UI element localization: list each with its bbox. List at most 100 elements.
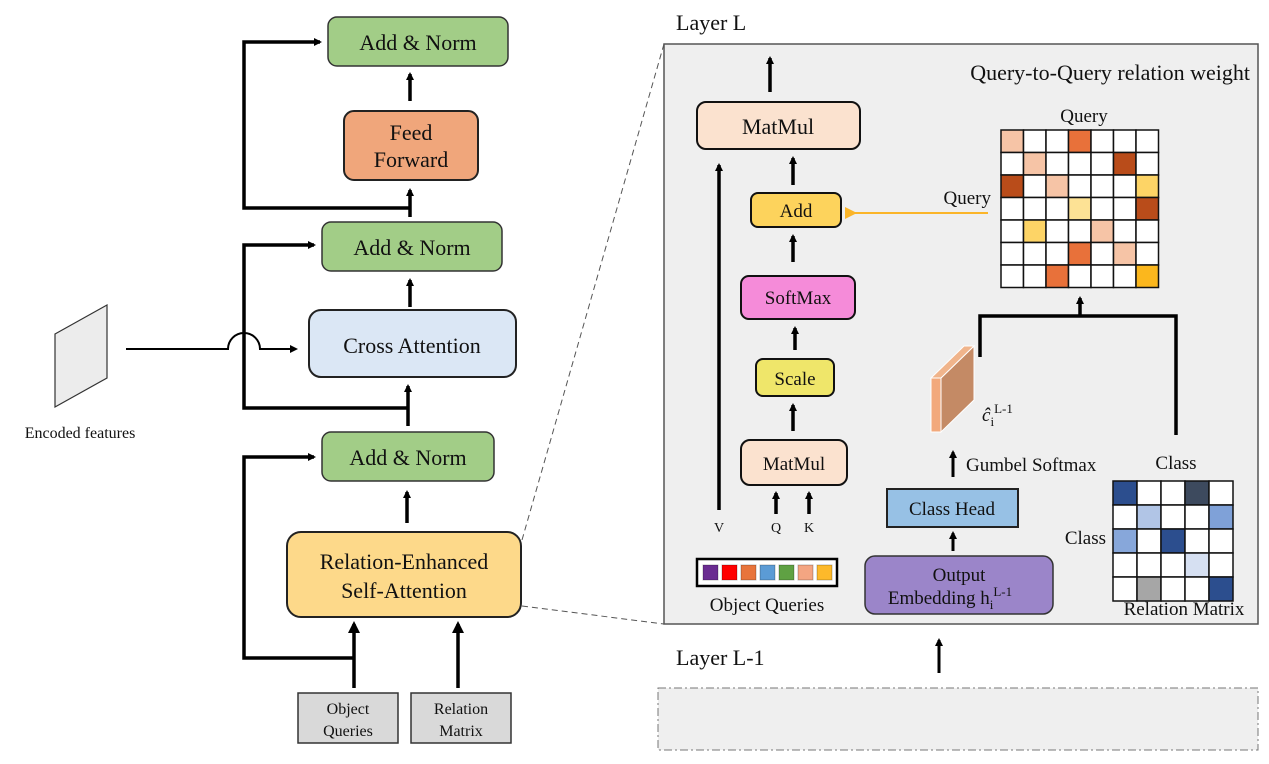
object-query-cell: [759, 564, 776, 581]
attention-connectors: [715, 156, 813, 514]
encoded-features-icon: [54, 303, 108, 409]
relation-matrix-cell: [1160, 480, 1186, 506]
query-matrix-cell: [1112, 196, 1137, 221]
input-relation-matrix[interactable]: Relation Matrix: [410, 692, 512, 744]
object-query-cell: [797, 564, 814, 581]
add-norm-top-label: Add & Norm: [359, 30, 476, 55]
encoded-features-connector: [126, 332, 298, 353]
object-query-cell: [816, 564, 833, 581]
query-matrix-cell: [1112, 219, 1137, 244]
object-queries-strip: [695, 557, 839, 588]
scale-label: Scale: [774, 369, 815, 390]
query-matrix-cell: [1135, 196, 1160, 221]
query-matrix-cell: [1090, 219, 1115, 244]
query-matrix-cell: [1022, 129, 1047, 154]
query-matrix-cell: [1045, 129, 1070, 154]
input-relation-matrix-label-2: Matrix: [439, 723, 483, 740]
relation-branch-connector: [978, 296, 1178, 435]
query-matrix-cell: [1045, 174, 1070, 199]
query-matrix-cell: [1112, 174, 1137, 199]
query-matrix-cell: [1022, 151, 1047, 176]
query-matrix-cell: [1067, 196, 1092, 221]
query-matrix-cell: [1022, 196, 1047, 221]
relation-matrix-cell: [1112, 528, 1138, 554]
output-embedding-block[interactable]: Output Embedding hiL-1: [864, 555, 1054, 615]
query-matrix-cell: [1000, 264, 1025, 289]
object-query-cells: [702, 564, 833, 581]
relation-matrix-cell: [1184, 576, 1210, 602]
input-object-queries[interactable]: Object Queries: [297, 692, 399, 744]
input-object-queries-label-2: Queries: [323, 723, 373, 740]
class-axis-top-label: Class: [1155, 453, 1196, 474]
relation-matrix-cell: [1208, 552, 1234, 578]
query-matrix-cell: [1135, 219, 1160, 244]
query-matrix-cell: [1067, 129, 1092, 154]
query-matrix-cell: [1090, 241, 1115, 266]
query-matrix-cell: [1000, 151, 1025, 176]
matmul-bottom-label: MatMul: [763, 454, 825, 475]
relation-matrix-cell: [1184, 504, 1210, 530]
output-embedding-label-2: Embedding hiL-1: [888, 584, 1012, 612]
class-axis-left-label: Class: [1065, 528, 1106, 549]
v-label: V: [714, 521, 724, 536]
relation-attention-label-2: Self-Attention: [341, 578, 467, 603]
feed-forward-block[interactable]: Feed Forward: [343, 110, 479, 181]
left-connectors: [242, 38, 464, 688]
query-matrix-cell: [1135, 241, 1160, 266]
add-norm-top-block[interactable]: Add & Norm: [327, 16, 509, 67]
query-matrix-cell: [1045, 219, 1070, 244]
add-block[interactable]: Add: [750, 192, 842, 228]
relation-matrix-cell: [1184, 480, 1210, 506]
query-matrix-cell: [1045, 151, 1070, 176]
scale-block[interactable]: Scale: [755, 358, 835, 397]
object-query-cell: [778, 564, 795, 581]
query-axis-top-label: Query: [1060, 106, 1108, 127]
relation-matrix-cell: [1112, 576, 1138, 602]
query-matrix-cell: [1022, 241, 1047, 266]
input-relation-matrix-label-1: Relation: [434, 701, 488, 718]
layer-l-label: Layer L: [676, 10, 746, 35]
query-matrix-cell: [1067, 174, 1092, 199]
relation-matrix-cell: [1184, 552, 1210, 578]
add-norm-mid-block[interactable]: Add & Norm: [321, 221, 503, 272]
relation-attention-label-1: Relation-Enhanced: [320, 549, 489, 574]
query-matrix-cell: [1112, 151, 1137, 176]
relation-matrix-cell: [1208, 504, 1234, 530]
query-matrix-cell: [1000, 129, 1025, 154]
query-matrix-cell: [1067, 151, 1092, 176]
relation-matrix-cell: [1160, 504, 1186, 530]
query-matrix-cell: [1067, 241, 1092, 266]
query-matrix-cell: [1045, 196, 1070, 221]
panel-title: Query-to-Query relation weight: [970, 60, 1250, 85]
object-query-cell: [702, 564, 719, 581]
q-label: Q: [771, 521, 781, 536]
relation-matrix-cell: [1208, 528, 1234, 554]
output-embedding-label-1: Output: [933, 565, 987, 586]
query-matrix-cell: [1045, 264, 1070, 289]
query-axis-left-label: Query: [944, 188, 992, 209]
relation-matrix-cell: [1184, 528, 1210, 554]
add-norm-bottom-block[interactable]: Add & Norm: [321, 431, 495, 482]
cross-attention-block[interactable]: Cross Attention: [308, 309, 517, 378]
query-matrix-cell: [1000, 219, 1025, 244]
query-matrix-cell: [1067, 264, 1092, 289]
softmax-block[interactable]: SoftMax: [740, 275, 856, 320]
matmul-bottom-block[interactable]: MatMul: [740, 439, 848, 486]
relation-matrix-label: Relation Matrix: [1124, 599, 1245, 620]
relation-matrix-cell: [1208, 480, 1234, 506]
object-query-cell: [721, 564, 738, 581]
query-matrix-cell: [1112, 264, 1137, 289]
class-head-label: Class Head: [909, 499, 996, 520]
matmul-top-block[interactable]: MatMul: [696, 101, 861, 150]
query-matrix-cell: [1022, 174, 1047, 199]
query-matrix-cell: [1135, 151, 1160, 176]
add-norm-bottom-label: Add & Norm: [349, 445, 466, 470]
gumbel-softmax-label: Gumbel Softmax: [966, 455, 1097, 476]
query-matrix-cell: [1135, 264, 1160, 289]
relation-matrix-cell: [1136, 504, 1162, 530]
query-matrix-cell: [1067, 219, 1092, 244]
relation-enhanced-self-attention-block[interactable]: Relation-Enhanced Self-Attention: [286, 531, 522, 618]
k-label: K: [804, 521, 814, 536]
relation-matrix-cell: [1136, 480, 1162, 506]
class-head-block[interactable]: Class Head: [886, 488, 1019, 528]
